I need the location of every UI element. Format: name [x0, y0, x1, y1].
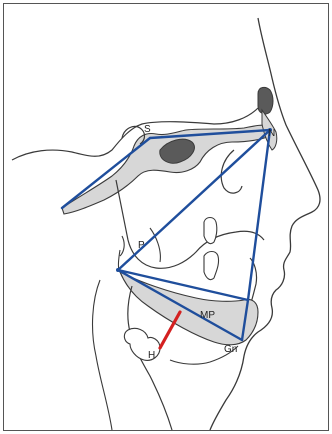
label-pterygoid: P [138, 240, 145, 251]
lower-molar [204, 252, 219, 280]
point-gonion [116, 268, 120, 272]
facial-profile-outline [210, 18, 320, 430]
label-gnathion: Gn [224, 344, 237, 355]
upper-molar [204, 218, 217, 244]
label-hyoid: H [148, 350, 155, 361]
cranial-base-bone [62, 125, 270, 214]
frontal-sinus [258, 87, 273, 114]
maxilla-outline [116, 180, 264, 268]
line-n-me [248, 130, 270, 300]
label-nasion: N [268, 128, 275, 139]
label-mandibular-plane: MP [200, 310, 215, 321]
cervical-outline [93, 280, 112, 430]
frame-border [4, 4, 329, 431]
label-sella: S [144, 124, 151, 135]
